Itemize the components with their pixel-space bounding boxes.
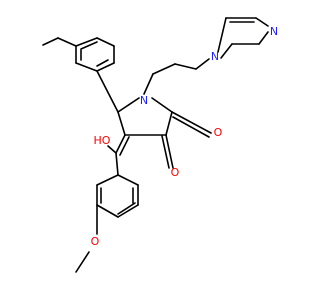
bond-32 (115, 134, 126, 154)
bond-23 (258, 31, 269, 45)
bond-46 (75, 251, 90, 273)
bond-11 (96, 70, 119, 113)
bond-30 (165, 134, 174, 169)
bond-16 (117, 111, 126, 136)
bond-3 (96, 37, 115, 47)
bond-41 (117, 174, 139, 186)
molecule-structure: N N N O O HO O (42, 17, 278, 273)
bond-9 (96, 59, 109, 67)
bond-39 (117, 204, 139, 218)
bond-35 (115, 152, 119, 176)
atom-n-pyrrolidine: N (140, 94, 148, 107)
bond-38 (96, 204, 119, 218)
bond-6 (75, 62, 98, 72)
bond-13 (151, 97, 173, 113)
atom-o-ketone-3: O (171, 166, 180, 179)
bond-2 (75, 37, 98, 47)
atom-n-imidazole-1: N (211, 50, 219, 63)
bond-17 (143, 73, 154, 95)
bond-21 (220, 43, 233, 59)
bond-31 (161, 135, 170, 169)
bond-26 (217, 17, 227, 53)
bond-33 (119, 136, 130, 156)
bond-24 (255, 17, 269, 27)
bond-36 (96, 174, 119, 186)
bond-20 (195, 58, 210, 70)
bond-1 (57, 37, 77, 47)
atom-oh-hydroxyl: HO (94, 134, 111, 147)
bond-28 (171, 111, 212, 134)
bond-29 (172, 116, 210, 138)
bond-19 (174, 63, 197, 70)
bond-14 (165, 111, 173, 136)
bond-layer (42, 17, 269, 273)
bond-44 (117, 202, 136, 215)
atom-o-ketone-2: O (214, 126, 223, 139)
bond-12 (117, 97, 140, 113)
bond-8 (80, 41, 98, 50)
bond-18 (152, 63, 176, 75)
atom-o-methoxy: O (91, 235, 100, 248)
bond-34 (107, 145, 117, 154)
bond-0 (42, 37, 59, 46)
atom-n-imidazole-3: N (270, 25, 278, 38)
bond-5 (96, 62, 115, 72)
